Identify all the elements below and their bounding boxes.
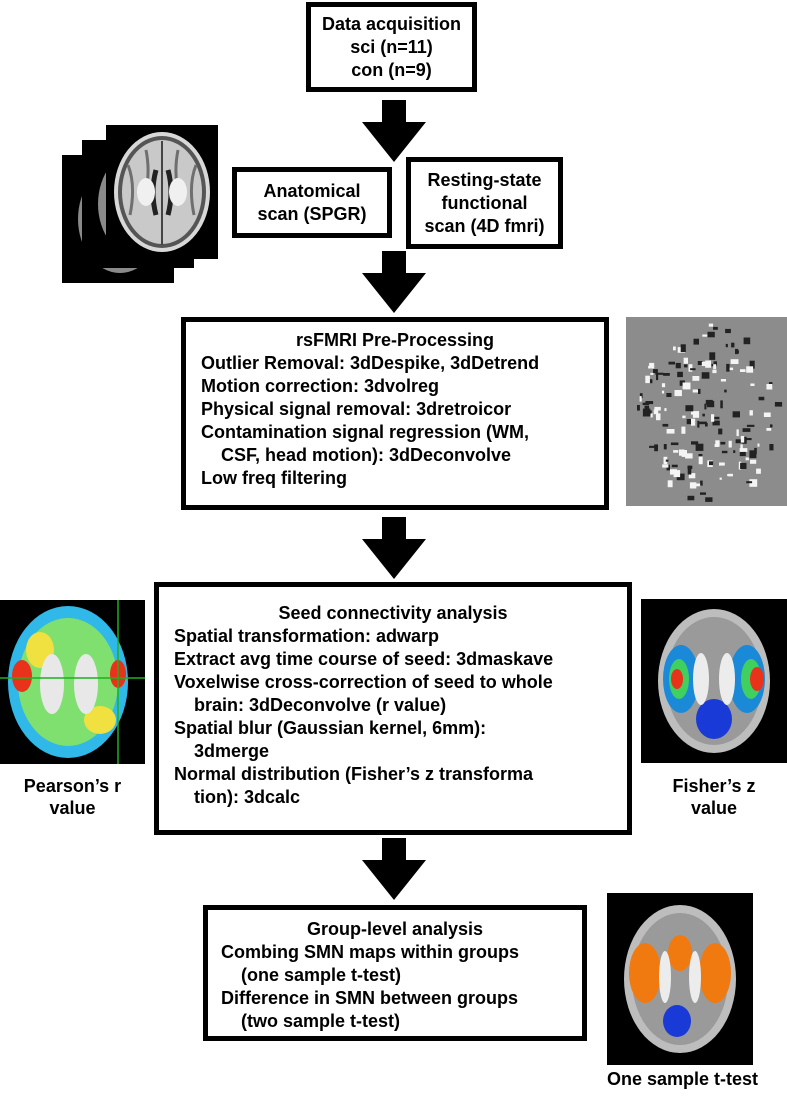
resting-state-box: Resting-state functional scan (4D fmri) — [406, 157, 563, 249]
seed-line-2: Extract avg time course of seed: 3dmaska… — [174, 649, 554, 669]
preprocessing-line-6: Low freq filtering — [201, 468, 347, 488]
anatomical-image-stack — [62, 125, 218, 285]
resting-line-3: scan (4D fmri) — [424, 215, 545, 236]
acquisition-line-3: con (n=9) — [351, 59, 432, 80]
down-arrow-4 — [362, 838, 426, 900]
fisher-caption: Fisher’s z value — [641, 775, 787, 819]
down-arrow-1 — [362, 100, 426, 162]
acquisition-line-1: Data acquisition — [321, 13, 462, 34]
data-acquisition-box: Data acquisition sci (n=11) con (n=9) — [306, 2, 477, 92]
seed-line-8: tion): 3dcalc — [194, 787, 301, 807]
group-line-2: (one sample t-test) — [241, 965, 402, 985]
down-arrow-2 — [362, 251, 426, 313]
acquisition-line-2: sci (n=11) — [350, 36, 433, 57]
seed-line-3: Voxelwise cross-correction of seed to wh… — [174, 672, 553, 692]
preprocessing-line-4: Contamination signal regression (WM, — [201, 422, 530, 442]
seed-line-1: Spatial transformation: adwarp — [174, 626, 440, 646]
down-arrow-3 — [362, 517, 426, 579]
anatomical-line-1: Anatomical — [263, 180, 361, 201]
preprocessing-title: rsFMRI Pre-Processing — [295, 330, 495, 350]
anatomical-line-2: scan (SPGR) — [257, 203, 367, 224]
group-line-1: Combing SMN maps within groups — [221, 942, 519, 962]
seed-connectivity-box: Seed connectivity analysis Spatial trans… — [154, 582, 632, 835]
preprocessing-line-3: Physical signal removal: 3dretroicor — [201, 399, 512, 419]
seed-line-4: brain: 3dDeconvolve (r value) — [194, 695, 447, 715]
pearson-r-map-image — [0, 600, 145, 764]
preprocessing-box: rsFMRI Pre-Processing Outlier Removal: 3… — [181, 317, 609, 510]
resting-line-1: Resting-state — [427, 169, 542, 190]
resting-line-2: functional — [441, 192, 528, 213]
anatomical-mri-image — [106, 125, 218, 259]
pearson-caption-line-1: Pearson’s r — [23, 776, 122, 796]
group-line-3: Difference in SMN between groups — [221, 988, 519, 1008]
one-sample-caption: One sample t-test — [606, 1069, 759, 1089]
group-title: Group-level analysis — [306, 919, 484, 939]
preprocessing-line-1: Outlier Removal: 3dDespike, 3dDetrend — [201, 353, 540, 373]
preprocessing-line-2: Motion correction: 3dvolreg — [201, 376, 440, 396]
group-level-box: Group-level analysis Combing SMN maps wi… — [203, 905, 587, 1041]
seed-line-7: Normal distribution (Fisher’s z transfor… — [174, 764, 534, 784]
pearson-caption-line-2: value — [49, 798, 96, 818]
seed-line-5: Spatial blur (Gaussian kernel, 6mm): — [174, 718, 487, 738]
fisher-caption-line-1: Fisher’s z — [672, 776, 756, 796]
fisher-z-map-image — [641, 599, 787, 763]
one-sample-t-test-image — [607, 893, 753, 1065]
pearson-caption: Pearson’s r value — [0, 775, 145, 819]
fisher-caption-line-2: value — [690, 798, 738, 818]
seed-title: Seed connectivity analysis — [278, 603, 508, 623]
seed-line-6: 3dmerge — [194, 741, 270, 761]
anatomical-scan-box: Anatomical scan (SPGR) — [232, 167, 392, 238]
group-line-4: (two sample t-test) — [241, 1011, 401, 1031]
functional-noise-image — [626, 317, 787, 506]
preprocessing-line-5: CSF, head motion): 3dDeconvolve — [221, 445, 512, 465]
